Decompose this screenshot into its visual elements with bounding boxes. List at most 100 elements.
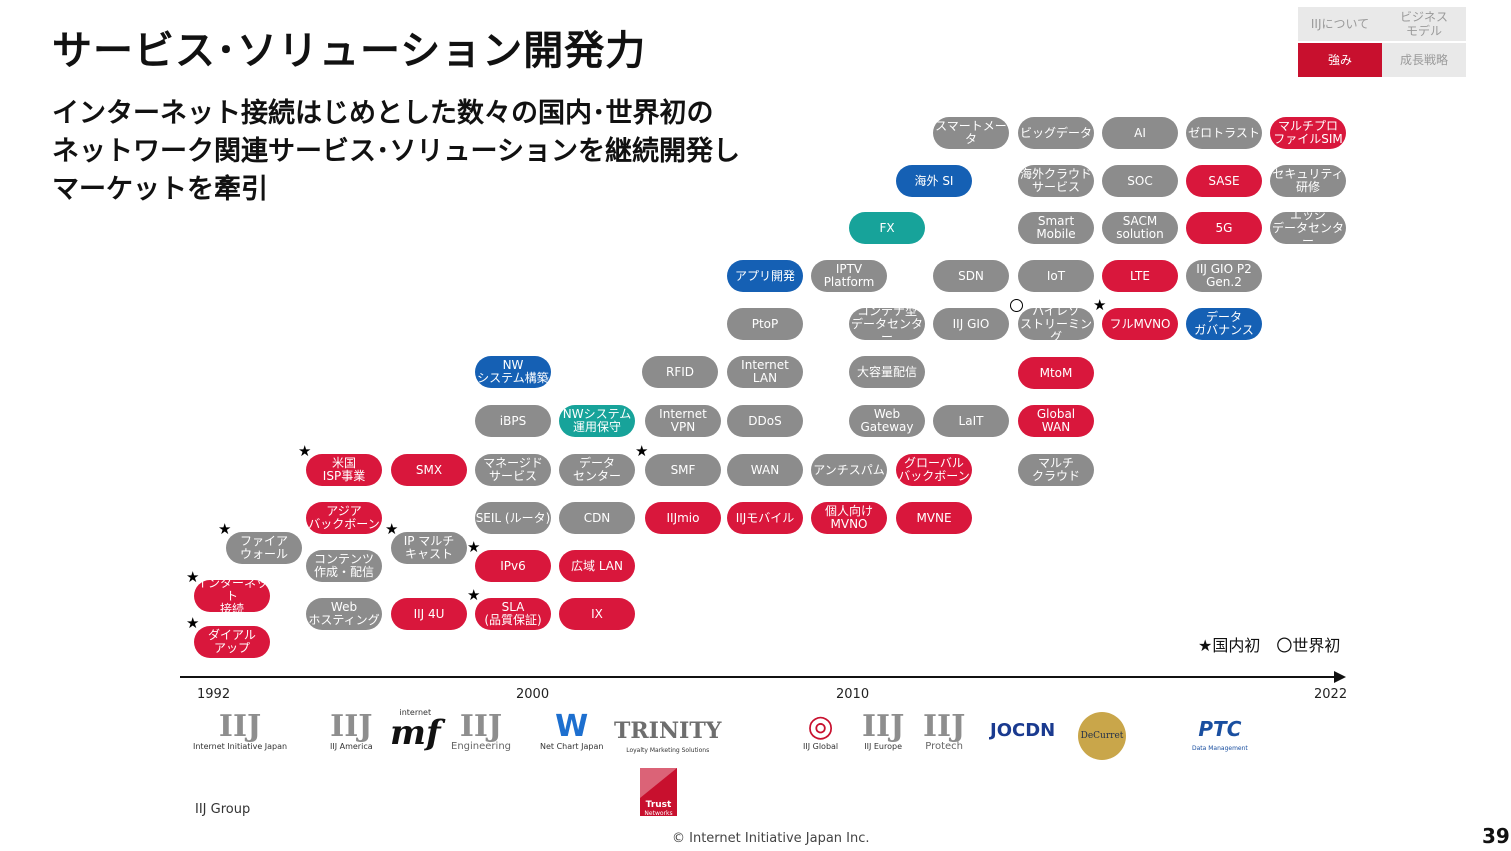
pill-ai: AI — [1102, 117, 1178, 149]
pill-nw-build: NW システム構築 — [475, 356, 551, 388]
pill-5g: 5G — [1186, 212, 1262, 244]
star-icon: ★ — [298, 442, 312, 460]
pill-us-isp: 米国 ISP事業 — [306, 454, 382, 486]
pill-global-backbone: グローバル バックボーン — [896, 454, 972, 486]
year-label: 2010 — [836, 687, 870, 702]
pill-overseas-si: 海外 SI — [896, 165, 972, 197]
logo-trust-networks: Trust Networks — [640, 768, 677, 817]
pill-sla: SLA (品質保証) — [475, 598, 551, 630]
group-label: IIJ Group — [195, 802, 251, 817]
pill-sacm: SACM solution — [1102, 212, 1178, 244]
nav-about[interactable]: IIJについて — [1298, 7, 1382, 41]
pill-edge-dc: エッジ データセンター — [1270, 207, 1346, 248]
star-icon: ★ — [467, 586, 481, 604]
pill-sdn: SDN — [933, 260, 1009, 292]
logo-ptc: PTC Data Management — [1192, 717, 1248, 752]
pill-web-hosting: Web ホスティング — [306, 598, 382, 630]
page-title: サービス･ソリューション開発力 — [52, 28, 647, 74]
pill-iij-gio: IIJ GIO — [933, 308, 1009, 340]
nav-growth[interactable]: 成長戦略 — [1382, 43, 1466, 77]
pill-internet-lan: Internet LAN — [727, 356, 803, 388]
pill-iptv: IPTV Platform — [811, 260, 887, 292]
pill-ipv6: IPv6 — [475, 550, 551, 582]
pill-container-dc: コンテナ型 データセンター — [849, 303, 925, 344]
pill-mvne: MVNE — [896, 502, 972, 534]
pill-multi-profile-sim: マルチプロ ファイルSIM — [1270, 117, 1346, 149]
pill-iijmio: IIJmio — [645, 502, 721, 534]
pill-smx: SMX — [391, 454, 467, 486]
pill-antispam: アンチスパム — [811, 454, 887, 486]
nav-strengths[interactable]: 強み — [1298, 43, 1382, 77]
logo-net-chart: W Net Chart Japan — [540, 709, 604, 752]
pill-smart-mobile: Smart Mobile — [1018, 212, 1094, 244]
pill-gio-p2: IIJ GIO P2 Gen.2 — [1186, 260, 1262, 292]
pill-ip-multicast: IP マルチ キャスト — [391, 532, 467, 564]
logo-mf: internet mf — [390, 708, 441, 753]
pill-firewall: ファイア ウォール — [226, 532, 302, 564]
legend: ★国内初 〇世界初 — [1198, 636, 1341, 655]
pill-rfid: RFID — [642, 356, 718, 388]
pill-seil: SEIL (ルータ) — [475, 502, 551, 534]
pill-mtom: MtoM — [1018, 357, 1094, 389]
pill-contents: コンテンツ 作成・配信 — [306, 550, 382, 582]
pill-personal-mvno: 個人向け MVNO — [811, 502, 887, 534]
pill-iot: IoT — [1018, 260, 1094, 292]
pill-web-gateway: Web Gateway — [849, 405, 925, 437]
pill-app-dev: アプリ開発 — [727, 260, 803, 292]
pill-lait: LaIT — [933, 405, 1009, 437]
pill-ix: IX — [559, 598, 635, 630]
star-icon: ★ — [467, 538, 481, 556]
year-label: 1992 — [197, 687, 231, 702]
pill-iij-mobile: IIJモバイル — [727, 502, 803, 534]
pill-internet-connect: インターネット 接続 — [194, 575, 270, 616]
star-icon: ★ — [186, 614, 200, 632]
copyright: © Internet Initiative Japan Inc. — [672, 831, 870, 846]
timeline-axis — [180, 676, 1336, 678]
logo-iij-global: ◎ IIJ Global — [803, 709, 839, 752]
year-label: 2000 — [516, 687, 550, 702]
star-icon: ★ — [186, 568, 200, 586]
timeline-arrow-icon — [1334, 671, 1346, 683]
star-icon: ★ — [385, 520, 399, 538]
pill-managed: マネージド サービス — [475, 454, 551, 486]
pill-ibps: iBPS — [475, 405, 551, 437]
pill-sase: SASE — [1186, 165, 1262, 197]
pill-soc: SOC — [1102, 165, 1178, 197]
pill-global-wan: Global WAN — [1018, 405, 1094, 437]
pill-wan: WAN — [727, 454, 803, 486]
pill-iij4u: IIJ 4U — [391, 598, 467, 630]
nav-business-model[interactable]: ビジネス モデル — [1382, 7, 1466, 41]
pill-asia-backbone: アジア バックボーン — [306, 502, 382, 534]
star-icon: ★ — [635, 442, 649, 460]
pill-smf: SMF — [645, 454, 721, 486]
pill-nw-ops: NWシステム 運用保守 — [559, 405, 635, 437]
pill-dialup: ダイアル アップ — [194, 626, 270, 658]
pill-big-data: ビッグデータ — [1018, 117, 1094, 149]
pill-internet-vpn: Internet VPN — [645, 405, 721, 437]
pill-zero-trust: ゼロトラスト — [1186, 117, 1262, 149]
pill-wide-lan: 広域 LAN — [559, 550, 635, 582]
pill-security-training: セキュリティ 研修 — [1270, 165, 1346, 197]
pill-ptop: PtoP — [727, 308, 803, 340]
pill-hires: ハイレゾ ストリーミング — [1018, 303, 1094, 344]
pill-ddos: DDoS — [727, 405, 803, 437]
logo-trinity: TRINITY Loyalty Marketing Solutions — [614, 718, 722, 754]
star-icon: ★ — [1093, 296, 1107, 314]
pill-fx: FX — [849, 212, 925, 244]
world-first-circle-icon — [1010, 299, 1023, 312]
pill-cdn: CDN — [559, 502, 635, 534]
pill-datacenter: データ センター — [559, 454, 635, 486]
year-label: 2022 — [1314, 687, 1348, 702]
page-subtitle: インターネット接続はじめとした数々の国内･世界初の ネットワーク関連サービス･ソ… — [52, 98, 740, 205]
logo-decurret: DeCurret — [1078, 712, 1126, 760]
pill-smart-meter: スマートメータ — [933, 117, 1009, 149]
pill-full-mvno: フルMVNO — [1102, 308, 1178, 340]
pill-data-governance: データ ガバナンス — [1186, 308, 1262, 340]
page-number: 39 — [1482, 824, 1510, 848]
pill-lte: LTE — [1102, 260, 1178, 292]
